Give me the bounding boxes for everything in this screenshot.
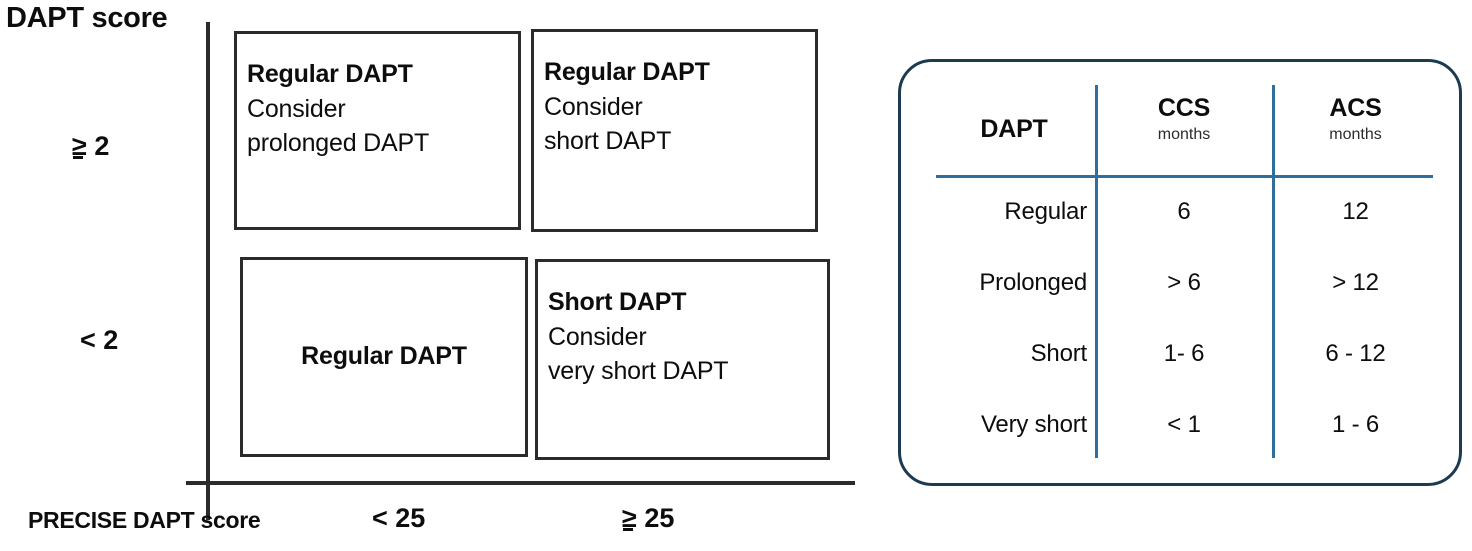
x-axis-tick-high-value: 25 — [644, 503, 675, 533]
quadrant-top-right-title: Regular DAPT — [544, 58, 710, 86]
quadrant-top-right[interactable]: Regular DAPT Consider short DAPT — [531, 29, 818, 232]
quadrant-top-left-line3: prolonged DAPT — [247, 129, 430, 158]
quadrant-bottom-left[interactable]: Regular DAPT — [240, 257, 528, 457]
table-row: Very short < 1 1 - 6 — [901, 411, 1459, 482]
y-axis-tick-high: ≥ 2 — [72, 131, 109, 162]
x-axis-line — [186, 481, 855, 485]
table-header-rule — [936, 175, 1433, 178]
row-label: Short — [1030, 340, 1088, 367]
column-divider-1 — [1095, 85, 1098, 458]
row-ccs-value: > 6 — [1167, 269, 1201, 296]
table-row: Prolonged > 6 > 12 — [901, 269, 1459, 340]
column-header-dapt-label: DAPT — [980, 115, 1048, 143]
row-ccs-value: < 1 — [1167, 411, 1201, 438]
column-header-acs-unit: months — [1329, 125, 1382, 143]
x-axis-tick-low: < 25 — [372, 503, 426, 533]
quadrant-bottom-left-content: Regular DAPT — [243, 340, 525, 374]
quadrant-top-left-title: Regular DAPT — [247, 60, 413, 88]
row-acs-value: 6 - 12 — [1325, 340, 1386, 367]
quadrant-matrix: DAPT score ≥ 2 < 2 Regular DAPT Consider… — [6, 2, 855, 534]
column-header-ccs-unit: months — [1157, 125, 1211, 143]
quadrant-top-left-content: Regular DAPT Consider prolonged DAPT — [237, 58, 518, 161]
x-axis-title: PRECISE DAPT score — [28, 507, 261, 533]
column-header-acs: ACS months — [1278, 94, 1433, 145]
y-axis-tick-low: < 2 — [80, 325, 119, 355]
quadrant-top-left[interactable]: Regular DAPT Consider prolonged DAPT — [234, 31, 521, 230]
y-axis-title: DAPT score — [6, 2, 168, 34]
quadrant-bottom-right-line2: Consider — [548, 322, 647, 351]
dapt-duration-table: DAPT CCS months ACS months Regular 6 12 … — [898, 59, 1462, 486]
column-header-ccs: CCS months — [1101, 94, 1267, 145]
row-acs-value: 12 — [1342, 198, 1369, 225]
quadrant-top-left-line2: Consider — [247, 94, 346, 123]
column-divider-2 — [1272, 85, 1275, 458]
greater-equal-icon: ≥ — [622, 503, 637, 533]
column-header-acs-label: ACS — [1329, 94, 1382, 122]
table-row: Regular 6 12 — [901, 198, 1459, 269]
quadrant-bottom-left-title: Regular DAPT — [301, 342, 467, 371]
quadrant-bottom-right-line3: very short DAPT — [548, 357, 729, 386]
row-label: Regular — [1004, 198, 1087, 225]
quadrant-top-right-content: Regular DAPT Consider short DAPT — [534, 56, 815, 159]
row-label: Prolonged — [979, 269, 1087, 296]
quadrant-top-right-line3: short DAPT — [544, 127, 672, 156]
row-ccs-value: 6 — [1177, 198, 1191, 225]
quadrant-bottom-right[interactable]: Short DAPT Consider very short DAPT — [535, 259, 830, 460]
quadrant-bottom-right-content: Short DAPT Consider very short DAPT — [538, 286, 827, 389]
row-ccs-value: 1- 6 — [1163, 340, 1205, 367]
y-axis-tick-high-value: 2 — [94, 131, 110, 161]
quadrant-bottom-right-title: Short DAPT — [548, 288, 687, 316]
row-label: Very short — [980, 411, 1087, 438]
greater-equal-icon: ≥ — [72, 131, 87, 161]
row-acs-value: > 12 — [1332, 269, 1379, 296]
column-header-ccs-label: CCS — [1157, 94, 1211, 122]
quadrant-top-right-line2: Consider — [544, 92, 643, 121]
y-axis-line — [206, 22, 210, 520]
column-header-dapt: DAPT — [939, 115, 1089, 144]
x-axis-tick-high: ≥ 25 — [622, 503, 674, 534]
row-acs-value: 1 - 6 — [1331, 411, 1380, 438]
table-row: Short 1- 6 6 - 12 — [901, 340, 1459, 411]
